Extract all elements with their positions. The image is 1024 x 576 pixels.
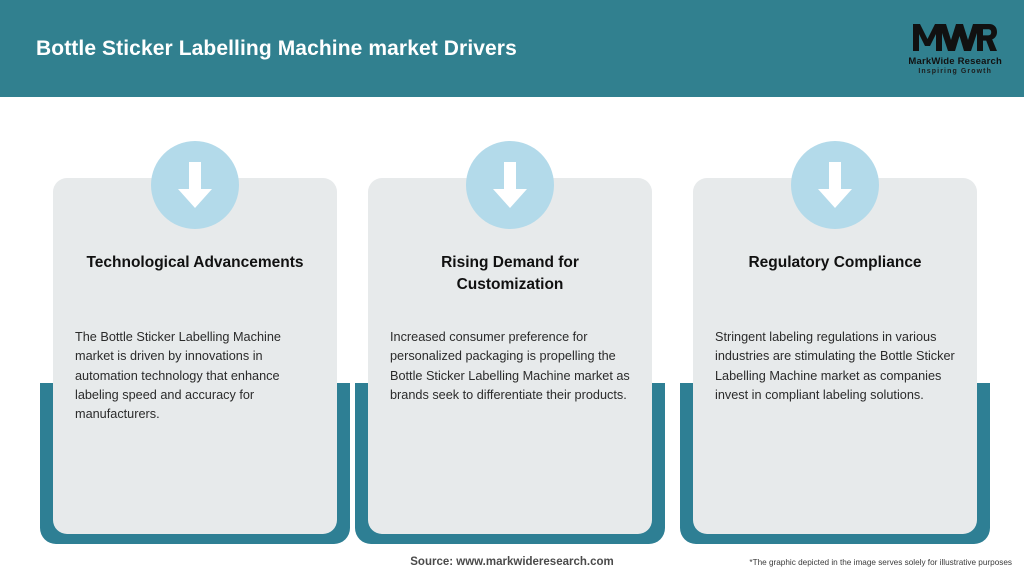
- card-title: Technological Advancements: [86, 254, 304, 271]
- card-title: Regulatory Compliance: [748, 254, 922, 271]
- drivers-card-group: Technological Advancements The Bottle St…: [0, 97, 1024, 544]
- card-body-text: The Bottle Sticker Labelling Machine mar…: [75, 330, 281, 422]
- brand-logo: MarkWide Research Inspiring Growth: [908, 22, 1002, 75]
- card-panel: Rising Demand for Customization Increase…: [368, 178, 652, 534]
- card-title: Rising Demand for Customization: [441, 254, 579, 293]
- card-panel: Technological Advancements The Bottle St…: [53, 178, 337, 534]
- mwr-monogram-icon: [913, 22, 998, 56]
- card-panel: Regulatory Compliance Stringent labeling…: [693, 178, 977, 534]
- card-body-text: Increased consumer preference for person…: [390, 330, 630, 402]
- logo-tagline: Inspiring Growth: [918, 67, 992, 75]
- down-arrow-icon: [466, 141, 554, 229]
- card-body-text: Stringent labeling regulations in variou…: [715, 330, 955, 402]
- driver-card-3[interactable]: Regulatory Compliance Stringent labeling…: [680, 97, 990, 544]
- logo-company-name: MarkWide Research: [908, 56, 1002, 68]
- disclaimer-label: *The graphic depicted in the image serve…: [749, 558, 1012, 567]
- source-label: Source: www.markwideresearch.com: [410, 556, 614, 568]
- down-arrow-icon: [791, 141, 879, 229]
- driver-card-2[interactable]: Rising Demand for Customization Increase…: [355, 97, 665, 544]
- driver-card-1[interactable]: Technological Advancements The Bottle St…: [40, 97, 350, 544]
- page-header: Bottle Sticker Labelling Machine market …: [0, 0, 1024, 97]
- down-arrow-icon: [151, 141, 239, 229]
- page-title: Bottle Sticker Labelling Machine market …: [36, 36, 517, 60]
